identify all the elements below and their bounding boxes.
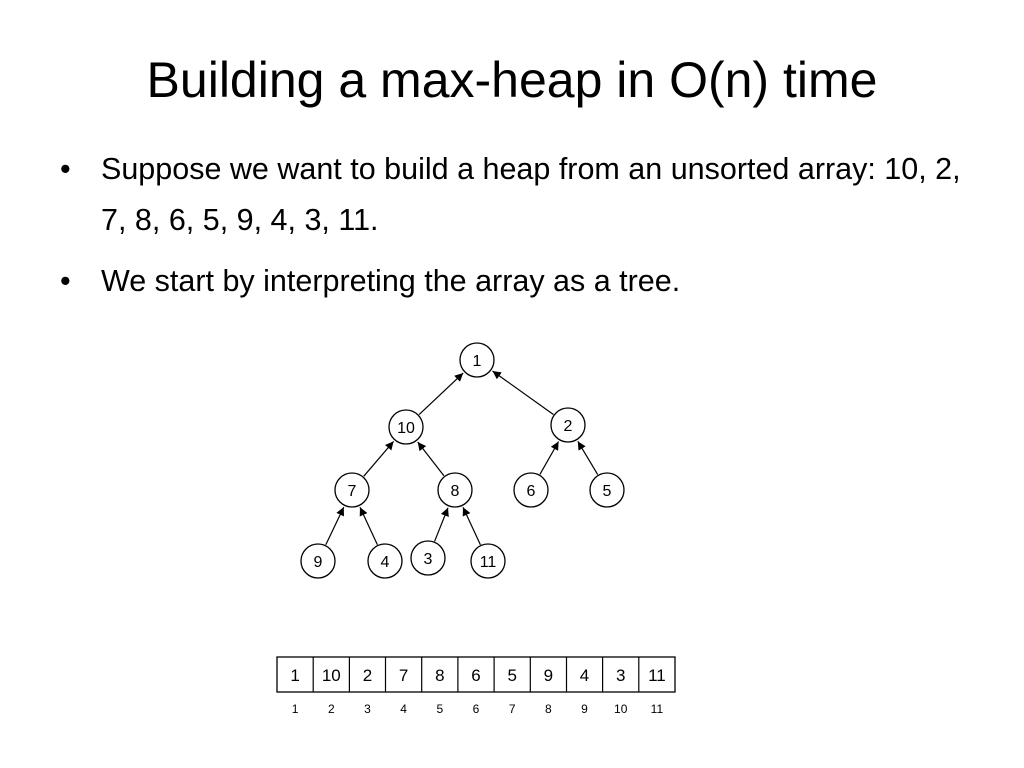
tree-edge-arrow: [418, 372, 464, 416]
array-cell-value: 10: [322, 666, 341, 685]
array-index-label: 11: [651, 702, 664, 716]
tree-node-label: 6: [527, 483, 536, 500]
array-cell-value: 3: [616, 666, 625, 685]
array-index-label: 10: [614, 702, 628, 716]
tree-edge-arrow: [492, 370, 554, 415]
array-cell-value: 11: [648, 666, 666, 685]
array-index-label: 7: [509, 702, 516, 716]
tree-node-circle: [367, 543, 403, 579]
tree-node: 6: [513, 472, 549, 508]
bullet-dot-icon: •: [60, 264, 71, 298]
tree-node-label: 1: [473, 353, 482, 370]
array-index-label: 3: [364, 702, 371, 716]
tree-node-label: 8: [451, 483, 460, 500]
tree-node: 4: [367, 543, 403, 579]
tree-node-label: 9: [314, 554, 323, 571]
tree-node-circle: [410, 540, 446, 576]
tree-node-label: 11: [480, 554, 497, 571]
array-cell-value: 8: [435, 666, 444, 685]
tree-edge-arrow: [363, 441, 395, 477]
tree-node: 9: [300, 543, 336, 579]
array-index-label: 8: [545, 702, 552, 716]
tree-node: 1: [459, 342, 495, 378]
array-cell-value: 4: [580, 666, 589, 685]
tree-node-label: 4: [381, 554, 390, 571]
bullet-dot-icon: •: [60, 152, 71, 186]
tree-node-circle: [470, 543, 506, 579]
array-index-label: 9: [581, 702, 588, 716]
tree-node-label: 2: [564, 418, 573, 435]
array-cell-value: 1: [290, 666, 299, 685]
array-index-label: 4: [400, 702, 407, 716]
tree-node-circle: [589, 472, 625, 508]
tree-node-circle: [513, 472, 549, 508]
tree-node-label: 5: [603, 483, 612, 500]
tree-node-circle: [334, 472, 370, 508]
tree-edge-arrow: [325, 506, 345, 546]
bullet-text: We start by interpreting the array as a …: [101, 264, 681, 298]
tree-edge-arrow: [539, 441, 560, 475]
tree-node-circle: [459, 342, 495, 378]
tree-edges: [325, 370, 599, 546]
tree-node-circle: [437, 472, 473, 508]
tree-node: 7: [334, 472, 370, 508]
tree-edge-arrow: [577, 440, 599, 475]
array-index-label: 1: [292, 702, 299, 716]
tree-node-label: 10: [397, 420, 415, 437]
tree-edge-arrow: [434, 507, 449, 542]
tree-node-circle: [300, 543, 336, 579]
tree-node-circle: [388, 409, 424, 445]
array-cell-value: 5: [507, 666, 516, 685]
array-outline: [276, 656, 676, 693]
array-cell-value: 2: [363, 666, 372, 685]
tree-edge-arrow: [417, 441, 445, 477]
tree-edge-arrow: [359, 506, 378, 545]
array-cell-value: 9: [544, 666, 553, 685]
tree-node: 11: [470, 543, 506, 579]
tree-node: 8: [437, 472, 473, 508]
tree-node-label: 7: [348, 483, 357, 500]
tree-node-label: 3: [424, 551, 433, 568]
tree-node: 10: [388, 409, 424, 445]
array-cell-value: 6: [471, 666, 480, 685]
tree-edge-arrow: [462, 506, 481, 545]
array-index-label: 5: [436, 702, 443, 716]
bullet-text: Suppose we want to build a heap from an …: [101, 152, 961, 237]
slide-title: Building a max-heap in O(n) time: [146, 52, 878, 108]
array-cell-value: 7: [399, 666, 408, 685]
array-index-label: 6: [473, 702, 480, 716]
array-index-label: 2: [328, 702, 335, 716]
tree-node: 5: [589, 472, 625, 508]
tree-node-circle: [550, 407, 586, 443]
tree-node: 3: [410, 540, 446, 576]
tree-nodes: 1 10 2 7 8 6 5 9 4 3 11: [300, 342, 625, 579]
tree-node: 2: [550, 407, 586, 443]
